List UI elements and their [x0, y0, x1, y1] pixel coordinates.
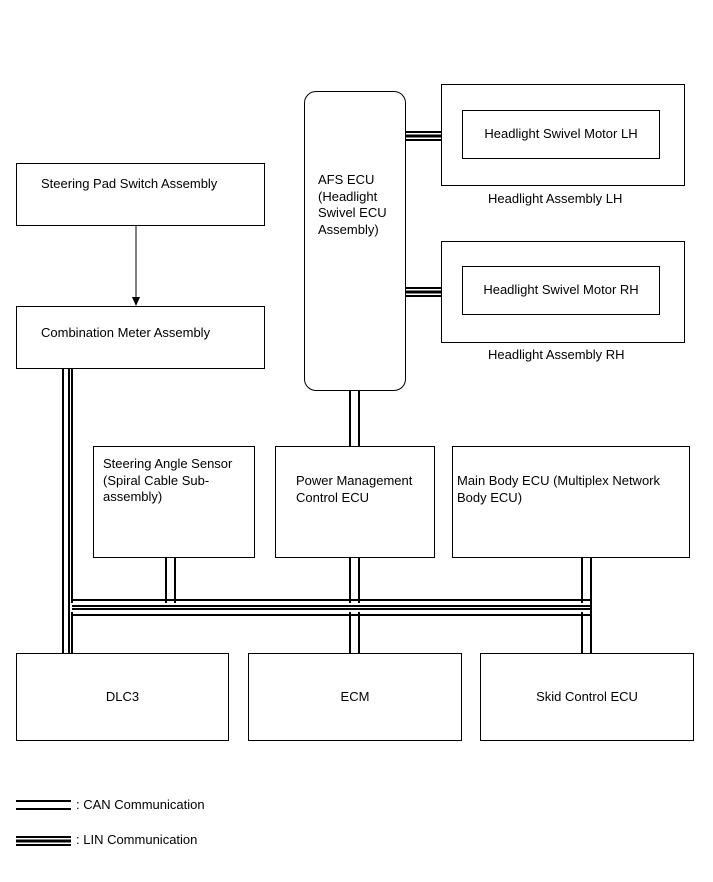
- swivel-motor-rh-box: Headlight Swivel Motor RH: [462, 266, 660, 315]
- can-line-power-mgmt: [349, 557, 360, 653]
- can-line-steering-angle: [165, 557, 176, 603]
- skid-control-ecu-label: Skid Control ECU: [536, 688, 638, 704]
- can-bus-upper: [72, 599, 590, 607]
- afs-ecu-box: AFS ECU (Headlight Swivel ECU Assembly): [304, 91, 406, 391]
- skid-control-ecu-box: Skid Control ECU: [480, 653, 694, 741]
- main-body-ecu-label: Main Body ECU (Multiplex Network Body EC…: [457, 473, 661, 505]
- legend-lin-line: [16, 836, 71, 846]
- power-management-ecu-label: Power Management Control ECU: [296, 473, 413, 505]
- ecm-box: ECM: [248, 653, 462, 741]
- dlc3-label: DLC3: [105, 688, 140, 704]
- swivel-motor-lh-box: Headlight Swivel Motor LH: [462, 110, 660, 159]
- power-management-ecu-box: Power Management Control ECU: [275, 446, 435, 558]
- swivel-motor-rh-label: Headlight Swivel Motor RH: [483, 282, 639, 298]
- steering-angle-sensor-label: Steering Angle Sensor (Spiral Cable Sub-…: [103, 456, 233, 504]
- can-bus-lower: [72, 608, 590, 616]
- combination-meter-box: Combination Meter Assembly: [16, 306, 265, 369]
- steering-angle-sensor-box: Steering Angle Sensor (Spiral Cable Sub-…: [93, 446, 255, 558]
- headlight-assembly-rh-label: Headlight Assembly RH: [488, 347, 625, 362]
- can-line-combination-meter: [62, 369, 73, 653]
- afs-ecu-label: AFS ECU (Headlight Swivel ECU Assembly): [318, 172, 387, 237]
- swivel-motor-lh-label: Headlight Swivel Motor LH: [484, 126, 638, 142]
- legend-can-line: [16, 800, 71, 810]
- ecm-label: ECM: [340, 688, 370, 704]
- steering-pad-switch-box: Steering Pad Switch Assembly: [16, 163, 265, 226]
- steering-pad-switch-label: Steering Pad Switch Assembly: [41, 176, 218, 191]
- legend-can-label: : CAN Communication: [76, 797, 205, 812]
- main-body-ecu-box: Main Body ECU (Multiplex Network Body EC…: [452, 446, 690, 558]
- can-line-afs-ecu: [349, 391, 360, 446]
- can-line-main-body: [581, 557, 592, 653]
- legend-lin-label: : LIN Communication: [76, 832, 198, 847]
- dlc3-box: DLC3: [16, 653, 229, 741]
- headlight-assembly-lh-label: Headlight Assembly LH: [488, 191, 623, 206]
- combination-meter-label: Combination Meter Assembly: [41, 325, 211, 340]
- signal-arrow: [132, 226, 140, 306]
